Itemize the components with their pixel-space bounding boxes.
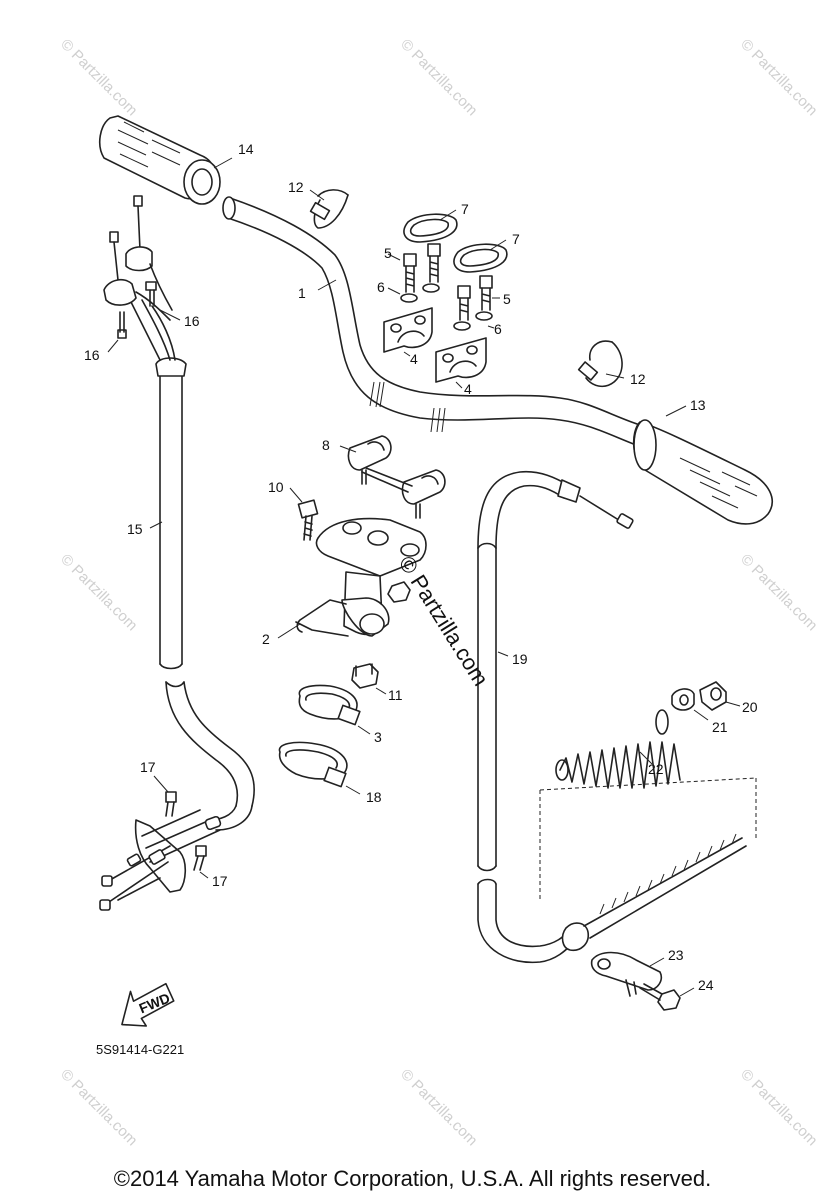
cable-clamp-left[interactable] bbox=[309, 189, 349, 229]
callout-4a[interactable]: 4 bbox=[410, 351, 418, 367]
callout-5b[interactable]: 5 bbox=[503, 291, 511, 307]
fwd-arrow-icon: FWD bbox=[121, 982, 175, 1027]
callout-8[interactable]: 8 bbox=[322, 437, 330, 453]
callout-24[interactable]: 24 bbox=[698, 977, 714, 993]
cable-bracket-23[interactable] bbox=[590, 951, 663, 997]
callout-15[interactable]: 15 bbox=[127, 521, 143, 537]
callout-7b[interactable]: 7 bbox=[512, 231, 520, 247]
carburetor-cable-bracket[interactable] bbox=[99, 809, 222, 911]
callout-21[interactable]: 21 bbox=[712, 719, 728, 735]
spring-22[interactable] bbox=[555, 709, 681, 789]
callout-1[interactable]: 1 bbox=[298, 285, 306, 301]
callout-20[interactable]: 20 bbox=[742, 699, 758, 715]
bolt-10[interactable] bbox=[297, 499, 319, 541]
watermark: © Partzilla.com bbox=[397, 36, 480, 119]
callout-6b[interactable]: 6 bbox=[494, 321, 502, 337]
callout-17a[interactable]: 17 bbox=[140, 759, 156, 775]
watermark: © Partzilla.com bbox=[57, 551, 140, 634]
callout-14[interactable]: 14 bbox=[238, 141, 254, 157]
callout-22[interactable]: 22 bbox=[648, 761, 664, 777]
bolt-5b[interactable] bbox=[457, 275, 493, 321]
callout-12a[interactable]: 12 bbox=[288, 179, 304, 195]
grip-left[interactable] bbox=[98, 115, 221, 205]
steering-bracket[interactable] bbox=[295, 517, 427, 637]
callout-17b[interactable]: 17 bbox=[212, 873, 228, 889]
bolt-16b[interactable] bbox=[117, 311, 127, 339]
handlebar-holder-upper-4a[interactable] bbox=[383, 307, 433, 353]
throttle-cable[interactable] bbox=[129, 299, 255, 831]
callout-10[interactable]: 10 bbox=[268, 479, 284, 495]
washer-6a[interactable] bbox=[400, 283, 440, 303]
grip-right[interactable] bbox=[632, 419, 773, 525]
cap-7b[interactable] bbox=[453, 243, 508, 273]
fwd-label: FWD bbox=[137, 990, 173, 1017]
leader-lines bbox=[107, 157, 741, 997]
cable-end-upper[interactable] bbox=[103, 195, 173, 321]
handlebar-holder-upper-4b[interactable] bbox=[435, 337, 487, 383]
callouts: 1 2 3 4 4 5 5 6 6 7 7 8 10 11 12 12 13 1… bbox=[84, 141, 758, 993]
callout-7a[interactable]: 7 bbox=[461, 201, 469, 217]
adjuster-nut-20[interactable] bbox=[699, 681, 727, 711]
nut-11[interactable] bbox=[351, 663, 379, 689]
brake-cable-thread bbox=[599, 833, 737, 915]
callout-16b[interactable]: 16 bbox=[84, 347, 100, 363]
callout-13[interactable]: 13 bbox=[690, 397, 706, 413]
bolt-17a[interactable] bbox=[165, 791, 177, 817]
callout-18[interactable]: 18 bbox=[366, 789, 382, 805]
callout-5a[interactable]: 5 bbox=[384, 245, 392, 261]
watermark: © Partzilla.com bbox=[57, 1066, 140, 1149]
watermark: © Partzilla.com bbox=[397, 1066, 480, 1149]
cable-clamp-right[interactable] bbox=[577, 340, 623, 388]
washer-6b[interactable] bbox=[453, 311, 493, 331]
callout-23[interactable]: 23 bbox=[668, 947, 684, 963]
cap-7a[interactable] bbox=[403, 213, 458, 243]
handlebar-holder-lower[interactable] bbox=[347, 435, 446, 519]
handlebar[interactable] bbox=[222, 196, 641, 446]
bolt-24[interactable] bbox=[639, 983, 681, 1011]
watermark: © Partzilla.com bbox=[57, 36, 140, 119]
bolt-16a[interactable] bbox=[145, 281, 157, 307]
nut-small[interactable] bbox=[387, 581, 411, 603]
brake-cable[interactable] bbox=[477, 470, 747, 964]
adjuster-21[interactable] bbox=[671, 688, 695, 711]
watermark: © Partzilla.com bbox=[737, 1066, 820, 1149]
dashed-assembly-box bbox=[539, 777, 757, 900]
callout-16a[interactable]: 16 bbox=[184, 313, 200, 329]
watermark: © Partzilla.com bbox=[737, 36, 820, 119]
callout-6a[interactable]: 6 bbox=[377, 279, 385, 295]
band-3[interactable] bbox=[298, 684, 361, 726]
callout-11[interactable]: 11 bbox=[388, 687, 403, 703]
copyright-notice: ©2014 Yamaha Motor Corporation, U.S.A. A… bbox=[113, 1166, 712, 1191]
diagram-code: 5S91414-G221 bbox=[96, 1042, 185, 1057]
callout-12b[interactable]: 12 bbox=[630, 371, 646, 387]
bolt-17b[interactable] bbox=[193, 845, 207, 871]
watermark: © Partzilla.com bbox=[737, 551, 820, 634]
callout-19[interactable]: 19 bbox=[512, 651, 528, 667]
callout-3[interactable]: 3 bbox=[374, 729, 382, 745]
callout-4b[interactable]: 4 bbox=[464, 381, 472, 397]
band-18[interactable] bbox=[278, 741, 348, 788]
callout-2[interactable]: 2 bbox=[262, 631, 270, 647]
bolt-5a[interactable] bbox=[403, 243, 441, 293]
